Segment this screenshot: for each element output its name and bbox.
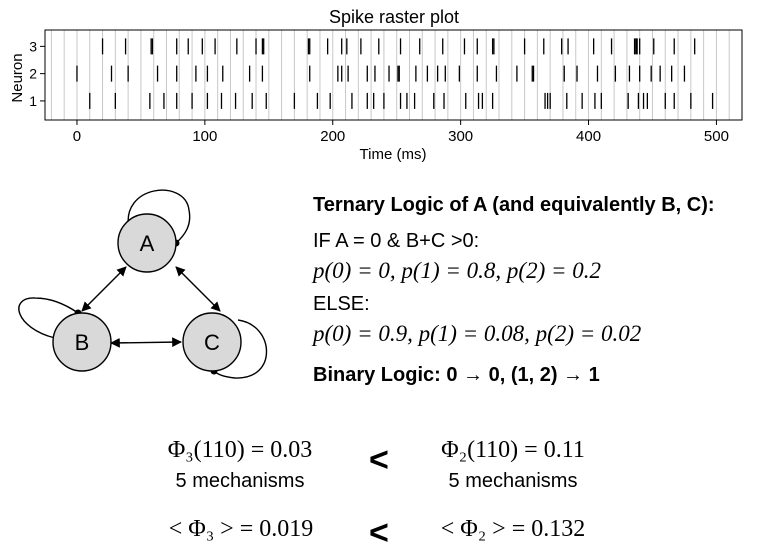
self-loop-b [18, 297, 79, 339]
probability-formula-else: p(0) = 0.9, p(1) = 0.08, p(2) = 0.02 [313, 321, 642, 346]
y-tick-label: 2 [29, 66, 37, 82]
raster-frame [44, 29, 743, 121]
raster-x-label: Time (ms) [360, 146, 427, 163]
node-b-label: B [75, 330, 90, 355]
y-tick-label: 1 [29, 93, 37, 109]
phi2-mechanisms: 5 mechanisms [448, 470, 578, 492]
x-tick-label: 300 [448, 128, 473, 145]
y-tick-label: 3 [29, 38, 37, 54]
x-tick-label: 200 [320, 128, 345, 145]
less-than-symbol-2: < [369, 514, 389, 552]
edge-a-c [175, 266, 221, 312]
raster-y-label: Neuron [9, 53, 26, 102]
node-b [52, 312, 112, 372]
self-loop-a [127, 189, 191, 244]
node-c-label: C [204, 330, 220, 355]
else-condition: ELSE: [313, 293, 370, 315]
self-loop-c [213, 319, 268, 379]
phi2-value: Φ₂(110) = 0.11 [441, 437, 585, 463]
x-tick-label: 400 [576, 128, 601, 145]
network-diagram: A B C [18, 189, 268, 379]
less-than-symbol-1: < [369, 441, 389, 479]
raster-y-ticks: 1 2 3 [29, 38, 45, 109]
raster-title: Spike raster plot [329, 7, 459, 27]
node-c [182, 312, 242, 372]
phi3-mechanisms: 5 mechanisms [175, 470, 305, 492]
ternary-logic-title: Ternary Logic of A (and equivalently B, … [313, 194, 715, 216]
raster-grid [50, 30, 730, 120]
raster-x-ticks: 0 100 200 300 400 500 [73, 120, 729, 145]
x-tick-label: 100 [192, 128, 217, 145]
x-tick-label: 0 [73, 128, 81, 145]
edge-b-c [110, 337, 182, 348]
x-tick-label: 500 [704, 128, 729, 145]
phi3-value: Φ₃(110) = 0.03 [167, 437, 313, 463]
node-a [117, 213, 177, 273]
average-phi2: < Φ₂ > = 0.132 [440, 516, 586, 542]
spike-raster-plot: Spike raster plot 1 2 3 0 100 200 300 400 500 T… [9, 7, 743, 163]
average-phi3: < Φ₃ > = 0.019 [168, 516, 314, 542]
edge-a-b [81, 266, 127, 312]
probability-formula-if: p(0) = 0, p(1) = 0.8, p(2) = 0.2 [313, 258, 602, 283]
node-a-label: A [140, 231, 155, 256]
binary-logic: Binary Logic: 0 → 0, (1, 2) → 1 [313, 364, 600, 386]
raster-spikes [76, 38, 714, 109]
if-condition: IF A = 0 & B+C >0: [313, 230, 480, 252]
